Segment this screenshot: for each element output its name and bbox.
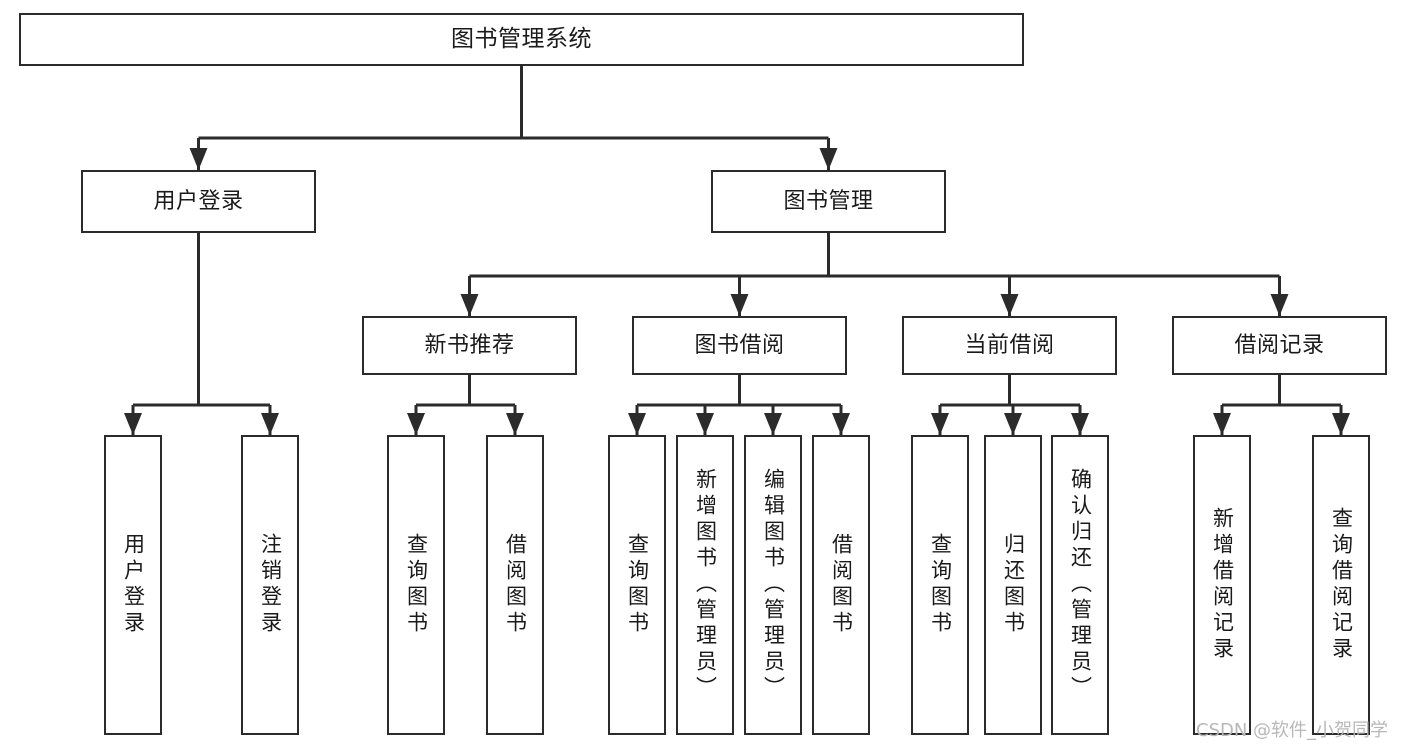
node-n-new-book-rec[interactable]: 新书推荐 [362,316,577,375]
connector-arrowhead [628,413,646,435]
node-n-book-manage[interactable]: 图书管理 [711,170,946,233]
node-label: 图书管理系统 [451,26,592,52]
node-label: 新增借阅记录 [1210,507,1235,663]
node-leaf-query-book-3[interactable]: 查询图书 [911,435,969,735]
node-leaf-return-book[interactable]: 归还图书 [984,435,1042,735]
node-label: 当前借阅 [964,332,1055,358]
connector-arrowhead [460,294,479,316]
node-leaf-add-record[interactable]: 新增借阅记录 [1193,435,1251,735]
connector-arrowhead [764,413,782,435]
node-leaf-user-logout[interactable]: 注销登录 [241,435,299,735]
node-label: 借阅图书 [503,533,528,637]
node-label: 用户登录 [153,188,244,214]
connector-arrowhead [696,413,714,435]
connector-arrowhead [931,413,949,435]
connector-arrowhead [506,413,524,435]
node-n-user-login[interactable]: 用户登录 [81,170,316,233]
node-label: 借阅图书 [829,533,854,637]
node-n-book-borrow[interactable]: 图书借阅 [632,316,847,375]
node-label: 归还图书 [1001,533,1026,637]
node-n-current-borrow[interactable]: 当前借阅 [902,316,1117,375]
node-leaf-edit-book[interactable]: 编辑图书（管理员） [744,435,802,735]
node-leaf-query-record[interactable]: 查询借阅记录 [1312,435,1370,735]
connector-arrowhead [1270,294,1289,316]
node-leaf-borrow-book-1[interactable]: 借阅图书 [486,435,544,735]
node-label: 借阅记录 [1234,332,1325,358]
node-root[interactable]: 图书管理系统 [19,13,1024,66]
connector-arrowhead [1000,294,1019,316]
connector-arrowhead [407,413,425,435]
connector-arrowhead [1071,413,1089,435]
node-leaf-borrow-book-2[interactable]: 借阅图书 [812,435,870,735]
node-label: 新增图书（管理员） [693,468,718,702]
connector-arrowhead [1332,413,1350,435]
node-leaf-user-login[interactable]: 用户登录 [104,435,162,735]
node-leaf-query-book-2[interactable]: 查询图书 [608,435,666,735]
connector-arrowhead [189,148,208,170]
connector-arrowhead [261,413,279,435]
connector-arrowhead [124,413,142,435]
connector-arrowhead [1004,413,1022,435]
node-label: 注销登录 [258,533,283,637]
connector-arrowhead [832,413,850,435]
connector-arrowhead [819,148,838,170]
node-leaf-query-book-1[interactable]: 查询图书 [387,435,445,735]
node-label: 用户登录 [121,533,146,637]
node-label: 确认归还（管理员） [1068,468,1093,702]
connector-arrowhead [730,294,749,316]
node-label: 查询图书 [404,533,429,637]
node-label: 图书管理 [783,188,874,214]
node-leaf-add-book[interactable]: 新增图书（管理员） [676,435,734,735]
node-leaf-confirm-return[interactable]: 确认归还（管理员） [1051,435,1109,735]
node-label: 查询图书 [928,533,953,637]
node-label: 图书借阅 [694,332,785,358]
connector-arrowhead [1213,413,1231,435]
node-label: 编辑图书（管理员） [761,468,786,702]
node-n-borrow-record[interactable]: 借阅记录 [1172,316,1387,375]
node-label: 查询借阅记录 [1329,507,1354,663]
node-label: 新书推荐 [424,332,515,358]
node-label: 查询图书 [625,533,650,637]
